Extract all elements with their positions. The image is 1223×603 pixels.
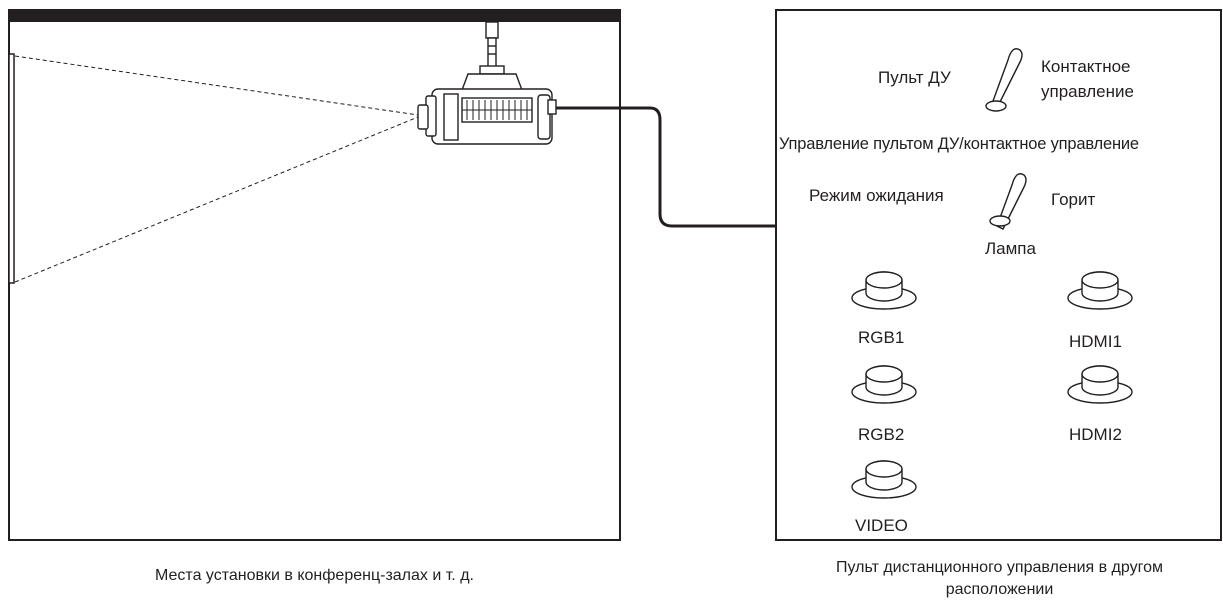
video-label: VIDEO bbox=[855, 516, 908, 535]
video-button[interactable] bbox=[851, 460, 917, 499]
switch2-caption: Лампа bbox=[985, 239, 1036, 258]
rgb1-label: RGB1 bbox=[858, 328, 905, 347]
switch1-right-label-line2: управление bbox=[1041, 82, 1134, 101]
conference-room-panel bbox=[8, 9, 621, 541]
connection-cable bbox=[556, 106, 776, 228]
remote-control-panel bbox=[775, 9, 1222, 541]
rgb1-button[interactable] bbox=[851, 271, 917, 310]
ceiling-bar bbox=[9, 10, 620, 22]
rgb2-button[interactable] bbox=[851, 365, 917, 404]
toggle-switch-2-icon[interactable] bbox=[989, 173, 1027, 230]
hdmi2-button[interactable] bbox=[1067, 365, 1133, 404]
left-panel-caption: Места установки в конференц-залах и т. д… bbox=[155, 567, 474, 584]
hdmi2-label: HDMI2 bbox=[1069, 425, 1122, 444]
switch2-right-label: Горит bbox=[1051, 190, 1096, 209]
rgb2-label: RGB2 bbox=[858, 425, 905, 444]
hdmi1-button[interactable] bbox=[1067, 271, 1133, 310]
projection-beam-bottom bbox=[14, 116, 419, 283]
switch2-left-label: Режим ожидания bbox=[809, 186, 944, 205]
projection-beam-top bbox=[14, 55, 419, 116]
ceiling-mount bbox=[460, 21, 524, 91]
hdmi1-label: HDMI1 bbox=[1069, 332, 1122, 351]
switch1-right-label-line1: Контактное bbox=[1041, 57, 1131, 76]
toggle-switch-1-icon[interactable] bbox=[985, 48, 1023, 112]
right-panel-caption-line1: Пульт дистанционного управления в другом bbox=[836, 559, 1163, 576]
switch1-caption: Управление пультом ДУ/контактное управле… bbox=[779, 135, 1139, 153]
switch1-left-label: Пульт ДУ bbox=[878, 68, 951, 87]
projector-icon bbox=[417, 88, 557, 145]
projection-screen bbox=[8, 53, 15, 284]
right-panel-caption-line2: расположении bbox=[945, 581, 1054, 598]
